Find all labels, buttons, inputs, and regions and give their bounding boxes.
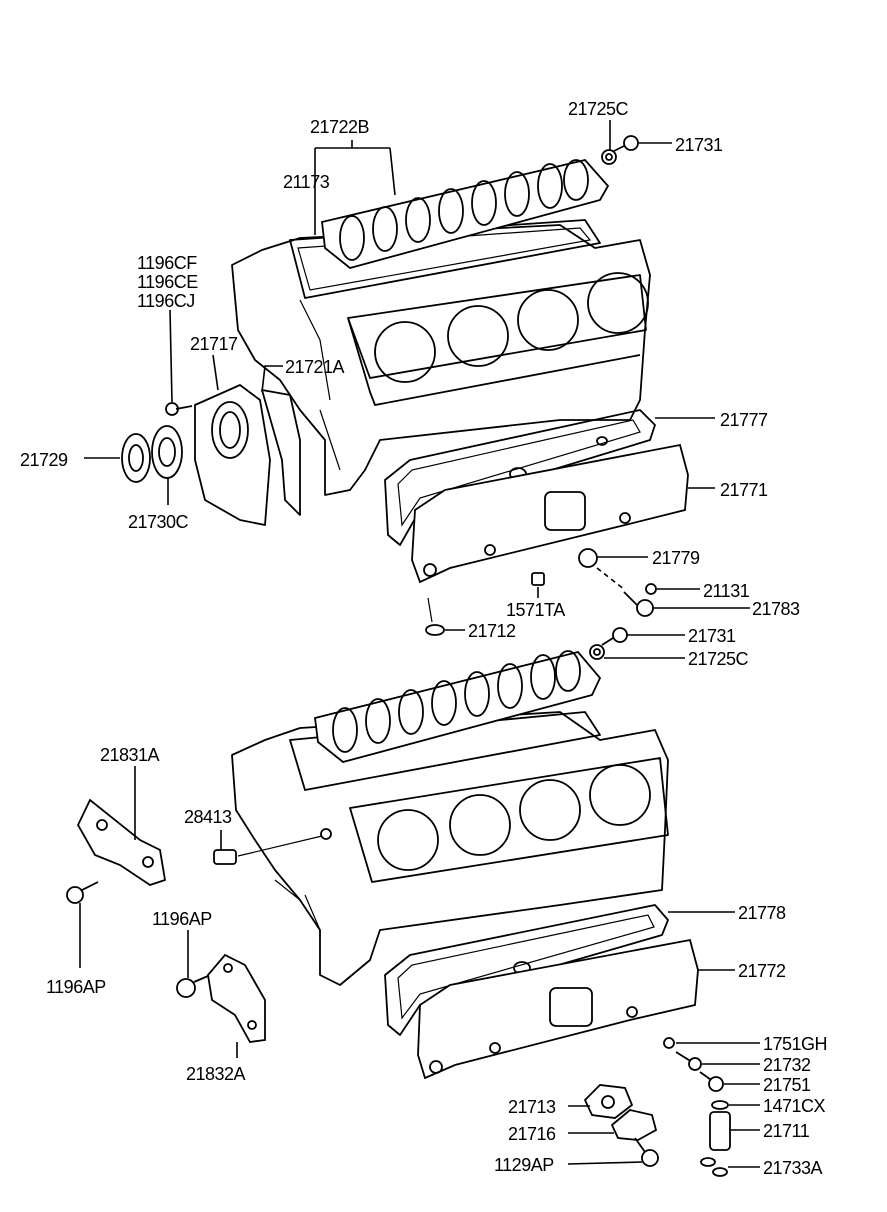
oring-21712 <box>425 597 445 636</box>
oring-1471CX <box>711 1100 729 1110</box>
label-21778: 21778 <box>738 903 786 923</box>
label-21721A: 21721A <box>285 357 345 377</box>
bracket-21832A <box>207 953 266 1043</box>
bolt-21783 <box>623 591 654 617</box>
rear-cover-assembly <box>121 384 301 526</box>
label-21725C-mid: 21725C <box>688 649 749 669</box>
label-1571TA: 1571TA <box>506 600 565 620</box>
lower-engine-block <box>231 711 669 986</box>
label-21713: 21713 <box>508 1097 556 1117</box>
sensor-28413 <box>213 828 332 865</box>
leader-lines <box>79 120 760 1168</box>
upper-engine-block <box>231 224 651 496</box>
label-21712: 21712 <box>468 621 516 641</box>
label-21729: 21729 <box>20 450 68 470</box>
label-21832A: 21832A <box>186 1064 246 1084</box>
label-21772: 21772 <box>738 961 786 981</box>
fitting-21732 <box>675 1051 702 1071</box>
label-28413: 28413 <box>184 807 232 827</box>
label-1196CE: 1196CE <box>137 272 198 292</box>
label-1751GH: 1751GH <box>763 1034 827 1054</box>
bolt-21731-top <box>601 135 639 165</box>
label-1129AP: 1129AP <box>494 1155 554 1175</box>
bolt-1129AP <box>634 1137 659 1167</box>
label-21777: 21777 <box>720 410 768 430</box>
plug-1571TA <box>531 572 545 586</box>
side-cover-21771 <box>411 443 689 584</box>
tube-21711 <box>709 1111 731 1151</box>
label-21779: 21779 <box>652 548 700 568</box>
label-21173: 21173 <box>283 172 330 192</box>
label-21731-mid: 21731 <box>688 626 736 646</box>
fitting-21751 <box>699 1071 724 1092</box>
bracket-21831A <box>76 798 167 886</box>
label-21751: 21751 <box>763 1075 811 1095</box>
gasket-21713 <box>583 1084 634 1119</box>
label-21771: 21771 <box>720 480 768 500</box>
label-21716: 21716 <box>508 1124 556 1144</box>
label-21733A: 21733A <box>763 1158 823 1178</box>
label-1196CF: 1196CF <box>137 253 197 273</box>
valley-cover-21722B <box>321 159 610 269</box>
label-21722B: 21722B <box>310 117 370 137</box>
plug-21779 <box>578 548 598 568</box>
label-21730C: 21730C <box>128 512 189 532</box>
bolt-1196AP-right <box>176 975 209 998</box>
side-cover-21772 <box>417 938 699 1080</box>
gasket-21716 <box>610 1109 658 1141</box>
oring-1751GH <box>663 1037 675 1049</box>
part-labels: 21722B 21725C 21731 21173 1196CF 1196CE … <box>20 99 828 1178</box>
label-1196CJ: 1196CJ <box>137 291 195 311</box>
valley-cover-lower <box>314 650 602 763</box>
label-21725C-top: 21725C <box>568 99 629 119</box>
washer-21131 <box>645 583 657 595</box>
label-1196AP-right: 1196AP <box>152 909 212 929</box>
label-21731-top: 21731 <box>675 135 723 155</box>
label-1471CX: 1471CX <box>763 1096 826 1116</box>
label-21711: 21711 <box>763 1121 810 1141</box>
label-21131: 21131 <box>703 581 750 601</box>
label-21717: 21717 <box>190 334 238 354</box>
bolt-21731-mid <box>589 627 628 660</box>
orings-21733A <box>700 1157 728 1177</box>
label-21732: 21732 <box>763 1055 811 1075</box>
label-21831A: 21831A <box>100 745 160 765</box>
label-21783: 21783 <box>752 599 800 619</box>
bolt-1196AP-left <box>66 881 99 904</box>
label-1196AP-left: 1196AP <box>46 977 106 997</box>
